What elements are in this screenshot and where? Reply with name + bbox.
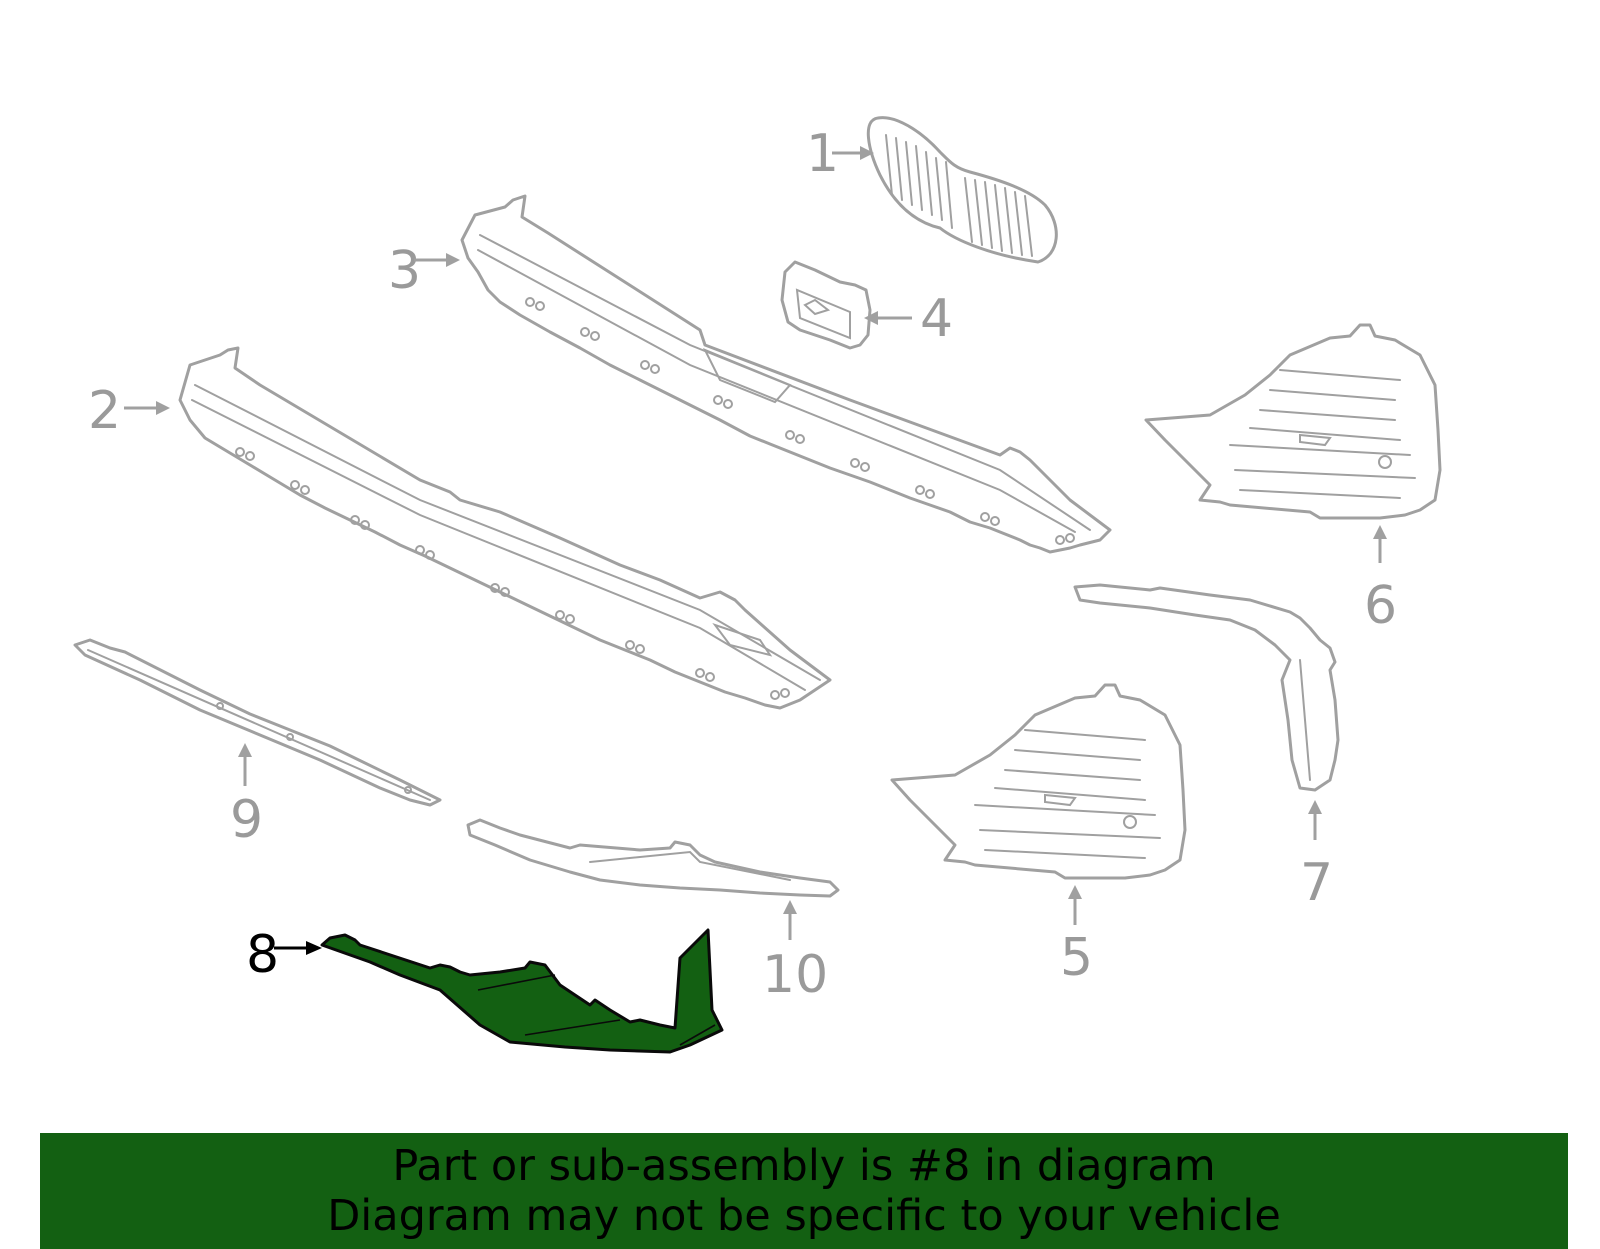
part-8-highlighted-corner-trim[interactable] [320,928,724,1054]
svg-text:6: 6 [1364,576,1397,636]
info-banner: Part or sub-assembly is #8 in diagram Di… [40,1133,1568,1249]
part-3-upper-support[interactable] [460,194,1112,554]
part-4-bracket[interactable] [780,260,872,350]
callout-1: 1 [806,124,874,184]
svg-text:7: 7 [1300,853,1333,913]
banner-line-1: Part or sub-assembly is #8 in diagram [392,1141,1216,1191]
callout-7: 7 [1300,800,1333,913]
callout-9: 9 [230,743,263,850]
part-9-lower-trim-strip[interactable] [73,638,442,807]
svg-text:2: 2 [88,381,121,441]
callout-2: 2 [88,381,170,441]
svg-text:3: 3 [388,241,421,301]
callout-3: 3 [388,241,460,301]
callout-5: 5 [1060,885,1093,988]
part-7-curved-trim[interactable] [1073,583,1340,792]
svg-text:4: 4 [920,289,953,349]
svg-text:10: 10 [762,945,828,1005]
part-10-lower-trim[interactable] [466,818,840,898]
callout-10: 10 [762,900,828,1005]
part-1-kidney-grille[interactable] [866,116,1058,264]
svg-text:9: 9 [230,790,263,850]
callout-6: 6 [1364,525,1397,636]
callout-8: 8 [246,925,322,985]
parts-diagram: 1 3 4 [73,116,1442,1054]
part-6-right-side-grille[interactable] [1144,323,1442,520]
part-5-left-side-grille[interactable] [890,683,1187,880]
part-2-lower-support[interactable] [178,346,832,710]
svg-text:5: 5 [1060,928,1093,988]
callout-4: 4 [864,289,953,349]
banner-line-2: Diagram may not be specific to your vehi… [327,1191,1281,1241]
svg-text:8: 8 [246,925,279,985]
